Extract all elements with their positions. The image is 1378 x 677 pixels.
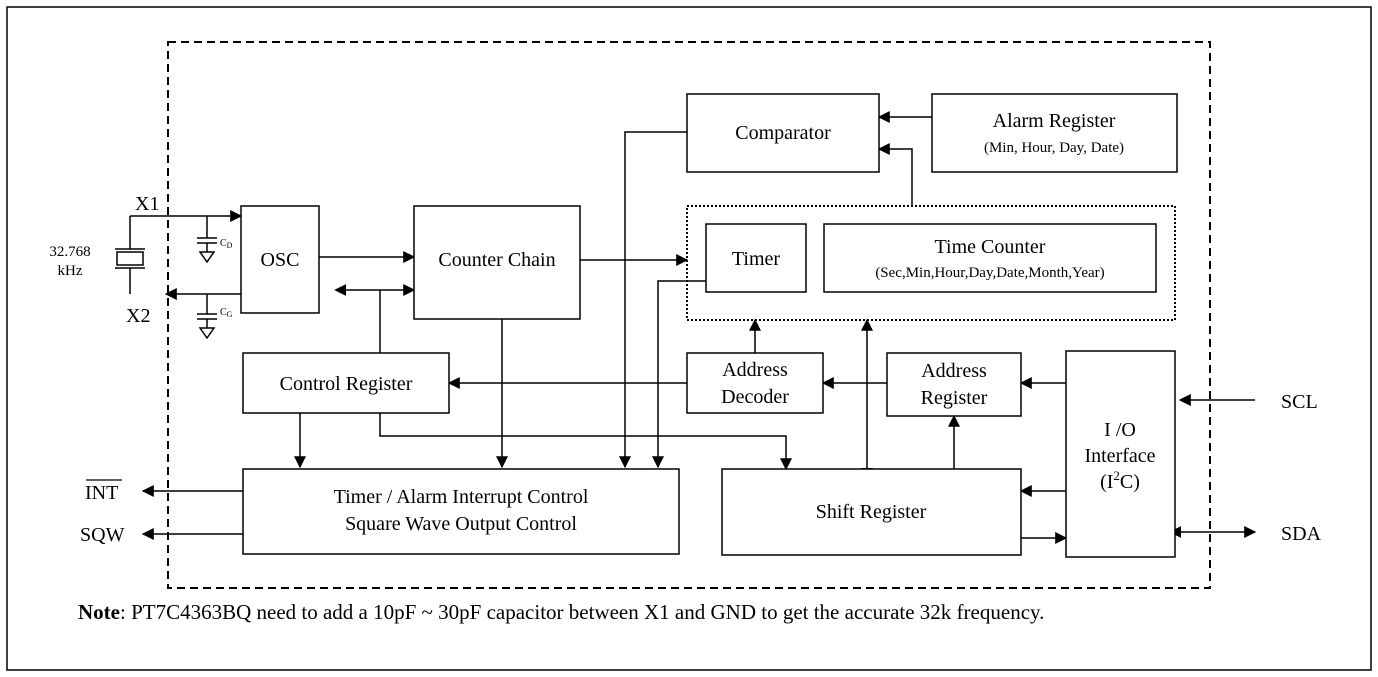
note: Note: PT7C4363BQ need to add a 10pF ~ 30… xyxy=(78,600,1044,625)
sda-pin-label: SDA xyxy=(1281,523,1322,545)
address-decoder-line1: Address xyxy=(722,359,788,381)
comparator-block xyxy=(686,93,880,173)
interrupt-control-line2: Square Wave Output Control xyxy=(345,513,577,535)
time-counter-label: Time Counter xyxy=(935,236,1046,258)
outer-frame xyxy=(6,6,1372,671)
x1-label: X1 xyxy=(135,193,159,215)
timer-label: Timer xyxy=(732,248,781,270)
address-register-line2: Register xyxy=(921,387,988,409)
int-pin-label: INT xyxy=(85,482,118,504)
control-to-shift-arrow xyxy=(379,413,792,471)
alarm-register-fields: (Min, Hour, Day, Date) xyxy=(984,140,1124,156)
io-interface-line1: I /O xyxy=(1104,419,1136,441)
osc-label: OSC xyxy=(261,249,300,271)
crystal-frequency: 32.768 xyxy=(49,244,90,260)
cap-g-label: CG xyxy=(220,307,233,319)
timer-block xyxy=(705,223,807,293)
io-interface-line3: (I2C) xyxy=(1100,468,1140,493)
io-interface-block xyxy=(1065,350,1176,558)
time-group-boundary xyxy=(686,205,1176,321)
time-counter-block xyxy=(823,223,1157,293)
shift-register-label: Shift Register xyxy=(816,501,927,523)
crystal-icon xyxy=(116,251,144,266)
note-text: : PT7C4363BQ need to add a 10pF ~ 30pF c… xyxy=(119,600,1045,624)
interrupt-control-block xyxy=(242,468,680,555)
scl-pin-label: SCL xyxy=(1281,391,1318,413)
sqw-pin-label: SQW xyxy=(80,524,125,546)
shift-register-block xyxy=(721,468,1022,556)
address-decoder-line2: Decoder xyxy=(721,386,789,408)
note-label: Note xyxy=(78,600,120,624)
control-register-block xyxy=(242,352,450,414)
address-decoder-block xyxy=(686,352,824,414)
counter-chain-block xyxy=(413,205,581,320)
alarm-register-label: Alarm Register xyxy=(993,110,1116,132)
alarm-register-block xyxy=(931,93,1178,173)
chip-boundary xyxy=(167,41,1211,589)
comparator-to-interrupt-arrow xyxy=(619,131,687,469)
address-register-line1: Address xyxy=(921,360,987,382)
control-register-label: Control Register xyxy=(280,373,413,395)
counter-chain-label: Counter Chain xyxy=(438,249,555,271)
osc-block xyxy=(240,205,320,314)
comparator-label: Comparator xyxy=(735,122,831,144)
x2-label: X2 xyxy=(126,305,150,327)
timer-to-interrupt-arrow xyxy=(652,280,706,469)
timecounter-to-comparator-arrow xyxy=(877,143,913,206)
io-interface-line2: Interface xyxy=(1084,445,1155,467)
cap-g-ground-icon xyxy=(198,327,216,340)
cap-d-label: CD xyxy=(220,238,233,250)
interrupt-control-line1: Timer / Alarm Interrupt Control xyxy=(334,486,589,508)
address-register-block xyxy=(886,352,1022,417)
cap-d-ground-icon xyxy=(198,251,216,264)
crystal-unit: kHz xyxy=(58,263,83,279)
time-counter-fields: (Sec,Min,Hour,Day,Date,Month,Year) xyxy=(875,265,1104,281)
